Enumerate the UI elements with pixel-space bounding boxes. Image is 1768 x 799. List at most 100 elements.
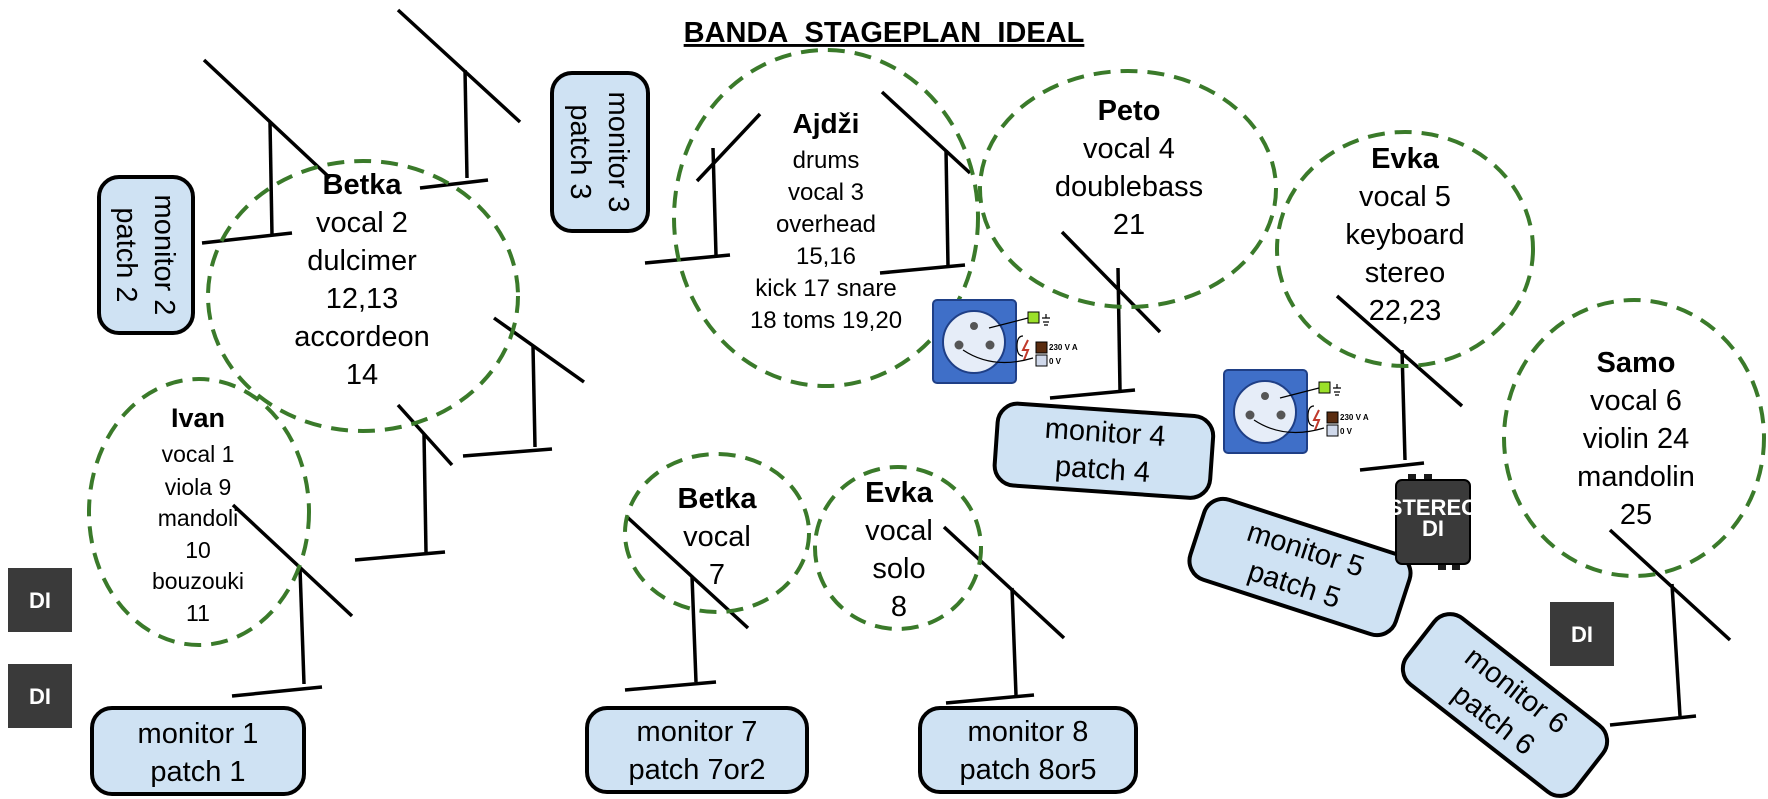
mic-stand-ivan xyxy=(231,503,354,698)
musician-name: Evka xyxy=(865,477,934,509)
monitor-1-label: monitor 1 xyxy=(138,718,259,750)
monitor-7[interactable]: monitor 7 patch 7or2 xyxy=(585,706,809,794)
monitor-4-patch: patch 4 xyxy=(1054,450,1151,489)
di-box-1-label: DI xyxy=(29,588,51,613)
mic-stand-betka-top xyxy=(396,8,522,190)
musician-line: vocal 3 xyxy=(788,179,864,206)
mic-stands xyxy=(201,8,1732,727)
musician-name: Ajdži xyxy=(793,108,860,139)
musician-line: 12,13 xyxy=(326,283,399,315)
di-box-1[interactable]: DI xyxy=(8,568,72,632)
musician-line: overhead xyxy=(776,211,876,238)
monitor-5[interactable]: monitor 5 patch 5 xyxy=(1184,494,1415,641)
label-evka-solo: Evka vocal solo 8 xyxy=(865,477,934,623)
mic-stand-betka-right xyxy=(462,316,586,458)
mic-stand-evka-solo xyxy=(942,525,1066,705)
musician-name: Peto xyxy=(1098,95,1161,127)
mic-stand-ajdzi-left xyxy=(644,112,762,265)
monitor-7-patch: patch 7or2 xyxy=(628,754,765,786)
monitor-1[interactable]: monitor 1 patch 1 xyxy=(90,706,306,796)
monitor-8-label: monitor 8 xyxy=(968,716,1089,748)
position-betka-vocal[interactable] xyxy=(623,452,811,614)
label-samo: Samo vocal 6 violin 24 mandolin 25 xyxy=(1577,347,1695,531)
musician-line: bouzouki xyxy=(152,568,244,594)
label-betka-vocal: Betka vocal 7 xyxy=(678,483,758,591)
mic-stand-betka-upper xyxy=(201,58,332,245)
musician-line: dulcimer xyxy=(307,245,417,277)
musician-line: accordeon xyxy=(294,321,429,353)
musician-line: doublebass xyxy=(1055,171,1203,203)
position-evka-main[interactable] xyxy=(1275,130,1535,368)
musician-line: mandoli xyxy=(158,505,239,531)
musician-line: vocal 2 xyxy=(316,207,408,239)
musician-line: 18 toms 19,20 xyxy=(750,307,902,334)
label-ajdzi: Ajdži drums vocal 3 overhead 15,16 kick … xyxy=(750,108,902,334)
label-evka-main: Evka vocal 5 keyboard stereo 22,23 xyxy=(1345,143,1464,327)
musician-name: Samo xyxy=(1597,347,1676,379)
musician-line: 7 xyxy=(709,559,725,591)
position-betka-main[interactable] xyxy=(206,159,520,433)
mic-stand-ajdzi-right xyxy=(879,90,972,275)
monitor-8-patch: patch 8or5 xyxy=(959,754,1096,786)
mic-stand-samo xyxy=(1608,528,1732,727)
position-peto[interactable] xyxy=(978,69,1278,309)
musician-line: 10 xyxy=(185,537,211,563)
musician-line: 22,23 xyxy=(1369,295,1442,327)
label-betka-main: Betka vocal 2 dulcimer 12,13 accordeon 1… xyxy=(294,169,429,391)
mic-stand-betka-lower xyxy=(354,403,454,562)
stereo-di-label-2: DI xyxy=(1422,516,1444,541)
di-box-3-label: DI xyxy=(1571,622,1593,647)
di-box-2[interactable]: DI xyxy=(8,664,72,728)
monitor-4[interactable]: monitor 4 patch 4 xyxy=(992,401,1216,500)
mic-stand-betka-vocal xyxy=(624,514,750,692)
musician-line: viola 9 xyxy=(165,474,231,500)
power-socket-2[interactable]: 230 V A 0 V xyxy=(1223,369,1369,454)
musician-line: vocal 1 xyxy=(162,441,235,467)
musician-line: 25 xyxy=(1620,499,1652,531)
musician-line: vocal 4 xyxy=(1083,133,1175,165)
monitor-1-patch: patch 1 xyxy=(150,756,245,788)
di-box-2-label: DI xyxy=(29,684,51,709)
position-evka-solo[interactable] xyxy=(813,465,983,631)
socket-1-voltage: 230 V A xyxy=(1049,343,1078,352)
musician-line: mandolin xyxy=(1577,461,1695,493)
position-samo[interactable] xyxy=(1502,298,1766,578)
musician-line: 21 xyxy=(1113,209,1145,241)
musician-line: 14 xyxy=(346,359,378,391)
musician-line: 11 xyxy=(186,600,210,626)
monitor-3[interactable]: monitor 3 patch 3 xyxy=(550,71,650,233)
monitor-3-patch: patch 3 xyxy=(564,104,596,199)
di-box-3[interactable]: DI xyxy=(1550,602,1614,666)
power-socket-1[interactable]: 230 V A 0 V xyxy=(932,299,1078,384)
monitor-8[interactable]: monitor 8 patch 8or5 xyxy=(918,706,1138,794)
monitor-2-label: monitor 2 xyxy=(148,195,180,316)
stereo-di-box[interactable]: STEREO DI xyxy=(1388,474,1478,570)
musician-line: violin 24 xyxy=(1583,423,1689,455)
position-ivan[interactable] xyxy=(87,377,311,647)
musician-line: solo xyxy=(872,553,925,585)
monitor-2[interactable]: monitor 2 patch 2 xyxy=(97,175,195,335)
musician-line: vocal xyxy=(683,521,751,553)
position-ajdzi[interactable] xyxy=(672,48,980,388)
monitor-2-patch: patch 2 xyxy=(110,207,142,302)
musician-line: vocal 5 xyxy=(1359,181,1451,213)
musician-line: keyboard xyxy=(1345,219,1464,251)
socket-1-zero: 0 V xyxy=(1049,357,1062,366)
monitor-7-label: monitor 7 xyxy=(637,716,758,748)
musician-name: Betka xyxy=(678,483,758,515)
musician-line: vocal xyxy=(865,515,933,547)
page-title: BANDA_STAGEPLAN_IDEAL xyxy=(684,17,1085,49)
mic-stand-evka xyxy=(1335,294,1464,472)
stereo-di-label-1: STEREO xyxy=(1388,495,1478,520)
socket-2-zero: 0 V xyxy=(1340,427,1353,436)
musician-line: stereo xyxy=(1365,257,1446,289)
musician-line: kick 17 snare xyxy=(755,275,896,302)
musician-name: Evka xyxy=(1371,143,1440,175)
label-peto: Peto vocal 4 doublebass 21 xyxy=(1055,95,1203,241)
monitor-3-label: monitor 3 xyxy=(602,92,634,213)
musician-line: drums xyxy=(793,147,860,174)
label-ivan: Ivan vocal 1 viola 9 mandoli 10 bouzouki… xyxy=(152,403,244,626)
socket-2-voltage: 230 V A xyxy=(1340,413,1369,422)
musician-name: Betka xyxy=(323,169,403,201)
